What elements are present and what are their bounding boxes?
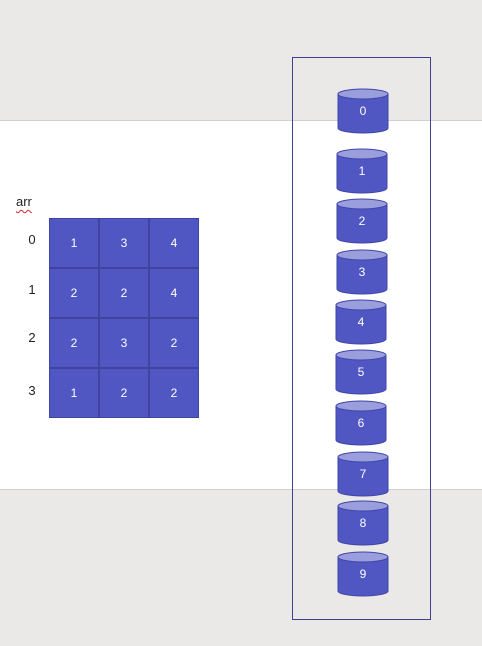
array-cell: 2 (49, 318, 99, 368)
bucket-label: 9 (359, 567, 367, 581)
array-cell: 3 (99, 218, 149, 268)
bucket-cylinder-9: 9 (337, 551, 389, 597)
array-cell: 2 (149, 368, 199, 418)
bucket-cylinder-8: 8 (337, 500, 389, 546)
array-cell: 3 (99, 318, 149, 368)
array-cell: 2 (99, 368, 149, 418)
array-name-label: arr (16, 194, 32, 209)
bucket-label: 2 (358, 214, 366, 228)
array-cell: 2 (99, 268, 149, 318)
bucket-cylinder-5: 5 (335, 349, 387, 395)
bucket-cylinder-6: 6 (335, 400, 387, 446)
array-cell: 2 (49, 268, 99, 318)
array-cell: 1 (49, 218, 99, 268)
bucket-cylinder-4: 4 (335, 299, 387, 345)
row-index-2: 2 (28, 330, 36, 345)
bucket-frame (292, 57, 431, 620)
array-grid: 1 3 4 2 2 4 2 3 2 1 2 2 (49, 218, 199, 418)
row-index-1: 1 (28, 282, 36, 297)
bucket-label: 7 (359, 467, 367, 481)
bucket-label: 0 (359, 104, 367, 118)
bucket-cylinder-2: 2 (336, 198, 388, 244)
array-cell: 2 (149, 318, 199, 368)
bucket-cylinder-1: 1 (336, 148, 388, 194)
bucket-cylinder-7: 7 (337, 451, 389, 497)
bucket-label: 1 (358, 164, 366, 178)
bucket-label: 3 (358, 265, 366, 279)
array-cell: 1 (49, 368, 99, 418)
array-cell: 4 (149, 218, 199, 268)
bucket-cylinder-3: 3 (336, 249, 388, 295)
bucket-label: 8 (359, 516, 367, 530)
bucket-label: 5 (357, 365, 365, 379)
bucket-label: 6 (357, 416, 365, 430)
bucket-label: 4 (357, 315, 365, 329)
array-cell: 4 (149, 268, 199, 318)
row-index-0: 0 (28, 232, 36, 247)
row-index-3: 3 (28, 383, 36, 398)
bucket-cylinder-0: 0 (337, 88, 389, 134)
